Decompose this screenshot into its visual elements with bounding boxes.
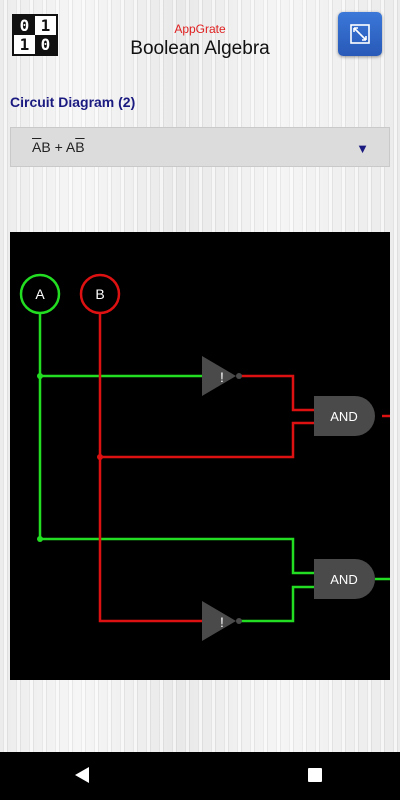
expression-text: AB + AB (32, 139, 85, 155)
logo-digit: 1 (35, 16, 56, 35)
input-b-label: B (95, 286, 104, 302)
not-gate-label: ! (220, 614, 224, 630)
input-a-label: A (35, 286, 45, 302)
expression-dropdown[interactable]: AB + AB ▼ (10, 127, 390, 167)
app-name: AppGrate (174, 22, 226, 36)
and-gate-1: AND (314, 396, 375, 436)
circuit-diagram: A B ! ! AND AND (19, 273, 390, 641)
back-triangle-icon[interactable] (73, 765, 91, 785)
app-header: 0 1 1 0 AppGrate Boolean Algebra (0, 0, 400, 70)
circuit-canvas: A B ! ! AND AND (10, 232, 390, 680)
expand-icon (350, 24, 370, 44)
wires-b (98, 312, 390, 623)
expand-button[interactable] (338, 12, 382, 56)
not-gate-label: ! (220, 369, 224, 385)
and-gate-label: AND (330, 572, 357, 587)
and-gate-2: AND (314, 559, 375, 599)
junction-dot (37, 536, 43, 542)
page-title: Boolean Algebra (130, 38, 270, 59)
and-gate-label: AND (330, 409, 357, 424)
app-logo-icon: 0 1 1 0 (12, 14, 58, 56)
system-nav-bar (0, 752, 400, 800)
logo-digit: 0 (14, 16, 35, 35)
section-title: Circuit Diagram (2) (10, 94, 136, 110)
recent-square-icon[interactable] (308, 768, 322, 782)
logo-digit: 1 (14, 35, 35, 54)
logo-digit: 0 (35, 35, 56, 54)
input-a: A (19, 273, 61, 315)
not-gate-a: ! (202, 356, 242, 396)
wires-a (38, 312, 390, 623)
input-b: B (79, 273, 121, 315)
dropdown-arrow-icon: ▼ (356, 141, 369, 156)
junction-dot (37, 373, 43, 379)
junction-dot (97, 454, 103, 460)
not-gate-b: ! (202, 601, 242, 641)
